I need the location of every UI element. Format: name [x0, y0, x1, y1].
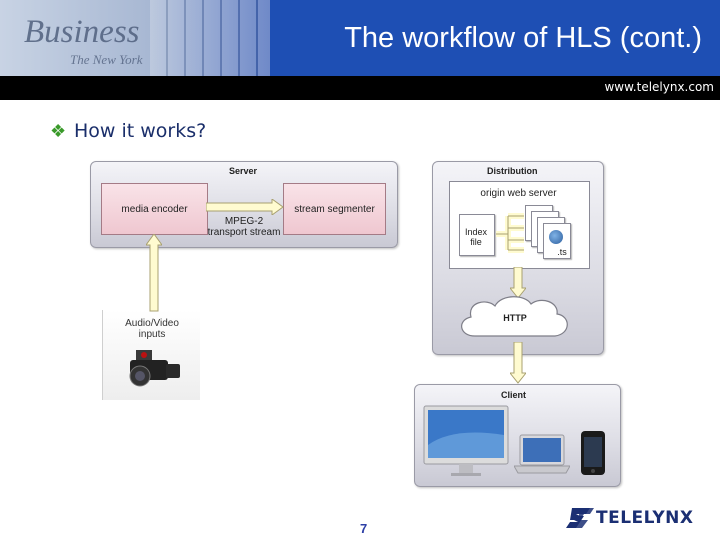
phone-icon [581, 431, 605, 475]
stream-segmenter-box: stream segmenter [283, 183, 386, 235]
origin-to-http-arrow [510, 267, 526, 299]
distribution-label: Distribution [487, 166, 538, 176]
inputs-line-2: inputs [138, 329, 166, 340]
keyboard-image [150, 0, 270, 76]
ts-media-icon [549, 230, 563, 244]
client-label: Client [501, 390, 527, 400]
index-file-doc [459, 214, 495, 256]
diamond-bullet-icon: ❖ [50, 121, 67, 141]
bullet-text: How it works? [74, 120, 207, 142]
slide-title: The workflow of HLS (cont.) [344, 22, 702, 54]
index-file-label: Index file [459, 227, 493, 247]
index-connector [496, 213, 524, 253]
header-photo-word: Business [24, 14, 140, 50]
laptop-icon [514, 434, 570, 474]
transport-line-1: MPEG-2 [224, 216, 264, 227]
slide-header: Business The New York The workflow of HL… [0, 0, 720, 76]
telelynx-logo: TELELYNX [566, 506, 714, 530]
index-line-1: Index [464, 227, 488, 237]
header-photo-subword: The New York [70, 52, 143, 67]
stream-segmenter-label: stream segmenter [294, 203, 375, 215]
transport-stream-label: MPEG-2 transport stream [196, 216, 292, 238]
page-number: 7 [360, 521, 368, 536]
video-camera-icon [129, 350, 180, 387]
media-encoder-box: media encoder [101, 183, 208, 235]
http-label: HTTP [503, 313, 527, 323]
website-url: www.telelynx.com [604, 80, 714, 94]
inputs-to-encoder-arrow [146, 234, 162, 312]
transport-line-2: transport stream [207, 227, 281, 238]
desktop-monitor-icon [423, 405, 509, 476]
media-encoder-label: media encoder [121, 203, 188, 215]
http-to-client-arrow [510, 342, 526, 384]
ts-label: .ts [557, 247, 567, 257]
header-black-bar [0, 76, 720, 100]
origin-server-label: origin web server [480, 188, 557, 199]
index-line-2: file [470, 237, 482, 247]
telelynx-logo-text: TELELYNX [596, 508, 694, 528]
header-photo: Business The New York [0, 0, 270, 76]
encoder-to-segmenter-arrow [206, 199, 284, 215]
telelynx-logo-mark-icon [566, 508, 594, 528]
inputs-line-1: Audio/Video [125, 318, 179, 329]
av-inputs-label: Audio/Video inputs [112, 318, 192, 340]
http-cloud [461, 296, 568, 337]
server-label: Server [229, 166, 258, 176]
